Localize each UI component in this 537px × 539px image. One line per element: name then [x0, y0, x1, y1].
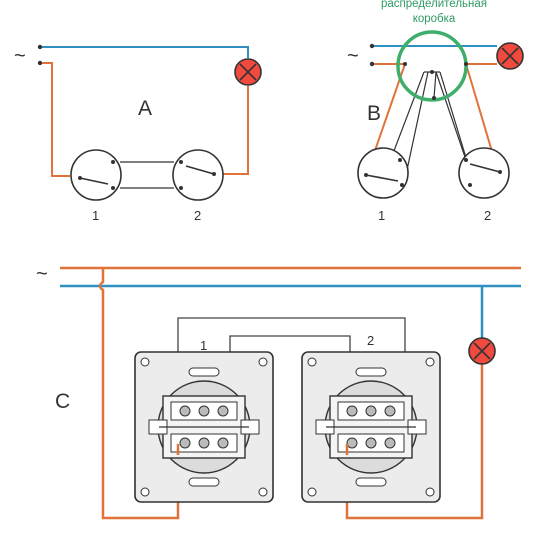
switch-number-2-c: 2 — [367, 333, 374, 348]
two-way-switch-icon — [458, 147, 510, 199]
supply-symbol-a: ~ — [14, 45, 26, 67]
terminal-neutral-b — [369, 43, 375, 49]
lamp-icon — [234, 58, 262, 86]
junction-box-label-line1: распределительная — [381, 0, 487, 10]
diagram-c: ~ — [36, 263, 521, 520]
switch-number-1-b: 1 — [378, 208, 385, 223]
two-way-switch-icon — [172, 149, 224, 201]
terminal-phase-b — [369, 61, 375, 67]
diagram-label-b: B — [367, 102, 381, 125]
junction-box-label-line2: коробка — [413, 13, 456, 25]
lamp-drop-switch-2-b — [465, 63, 497, 166]
lamp-icon — [468, 337, 496, 365]
junction-box-icon — [396, 30, 468, 102]
diagram-a: ~ — [14, 44, 262, 223]
lamp-icon — [496, 42, 524, 70]
diagram-label-c: C — [55, 390, 70, 413]
lamp-return-wire-a — [223, 86, 249, 175]
traveller-wire-outer-c — [177, 317, 406, 384]
phase-drop-switch-1-b — [369, 63, 406, 166]
neutral-wire-a — [42, 46, 249, 58]
diagram-label-a: A — [138, 97, 152, 120]
switch-number-1-c: 1 — [200, 338, 207, 353]
switch-number-2-b: 2 — [484, 208, 491, 223]
phase-drop-c — [98, 268, 180, 520]
supply-symbol-b: ~ — [347, 45, 359, 67]
phase-wire-a — [42, 62, 70, 177]
terminal-phase-a — [37, 60, 43, 66]
switch-mechanism-icon — [301, 351, 441, 503]
traveller-1-b — [391, 71, 425, 157]
two-way-switch-icon — [70, 149, 122, 201]
traveller-2-b — [403, 71, 429, 185]
switch-number-2-a: 2 — [194, 208, 201, 223]
switch-number-1-a: 1 — [92, 208, 99, 223]
diagram-b: ~ — [347, 0, 524, 223]
two-way-switch-icon — [357, 147, 409, 199]
supply-symbol-c: ~ — [36, 263, 48, 285]
switch-mechanism-icon — [134, 351, 274, 503]
traveller-3-b — [435, 71, 467, 161]
terminal-neutral-a — [37, 44, 43, 50]
